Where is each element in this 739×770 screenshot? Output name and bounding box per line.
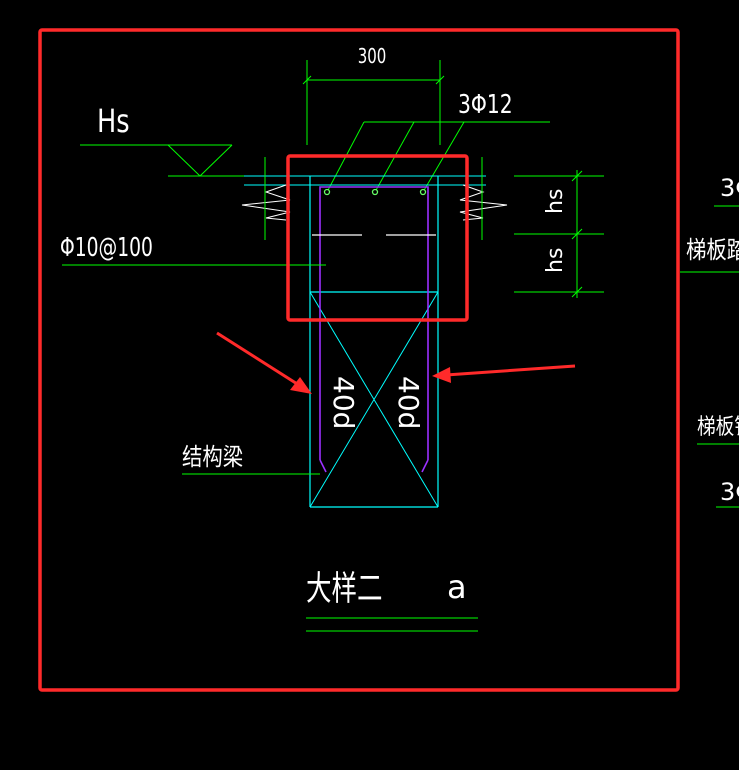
right-partial-label-2: 梯板踏 [686, 236, 739, 264]
slab-cut-lines [264, 157, 483, 240]
elevation-label: Hs [97, 102, 130, 140]
top-rebar-points [323, 188, 427, 196]
rebar-point [371, 188, 379, 196]
hs-lower-label: hs [543, 248, 568, 273]
anchor-left-label: 40d [327, 376, 360, 429]
right-break-symbol [459, 184, 508, 221]
detail-title: 大样二 [306, 569, 383, 609]
focus-highlight-box [286, 154, 469, 322]
beam-outline [309, 176, 439, 508]
width-dimension-label: 300 [358, 46, 387, 69]
right-pointer-arrow [432, 364, 576, 383]
hs-dimensions [514, 170, 604, 298]
elevation-symbol [80, 144, 282, 177]
slab-top [244, 175, 486, 186]
width-dimension [302, 60, 445, 145]
detail-tag: a [447, 568, 467, 606]
beam-label: 结构梁 [182, 443, 243, 471]
anchor-right-label: 40d [392, 376, 425, 429]
rebar-point [323, 188, 331, 196]
detail-title-underline [306, 617, 478, 632]
rebar-point [419, 188, 427, 196]
right-partial-label-4: 3Φ [720, 478, 739, 506]
left-pointer-arrow [216, 331, 312, 394]
stirrup-label: Φ10@100 [60, 233, 153, 263]
beam-break-cross [309, 291, 439, 508]
stirrup-rebar [319, 186, 429, 473]
left-break-symbol [241, 184, 291, 221]
outer-highlight-frame [38, 28, 680, 692]
right-partial-label-1: 3Φ [720, 174, 739, 202]
hs-upper-label: hs [543, 189, 568, 214]
right-partial-label-3: 梯板钢 [697, 414, 739, 440]
top-rebar-label: 3Φ12 [458, 90, 513, 120]
